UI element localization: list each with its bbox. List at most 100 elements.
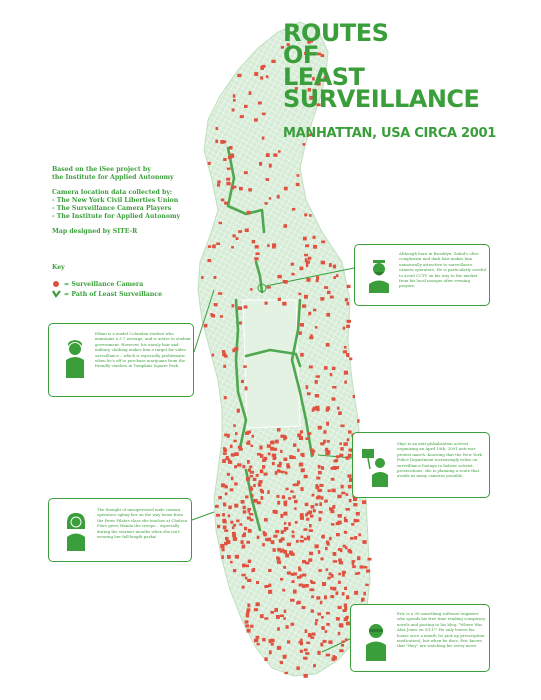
camera-marker [322,639,327,643]
camera-marker [300,352,304,357]
camera-marker [345,621,350,626]
camera-marker [302,560,307,564]
camera-marker [223,354,228,358]
camera-marker [226,540,231,545]
camera-marker [215,504,219,508]
camera-marker [231,526,235,530]
camera-marker [362,540,367,544]
camera-marker [309,551,313,556]
camera-marker [282,280,287,283]
camera-marker [247,468,251,472]
camera-marker [227,555,231,559]
camera-marker [242,505,246,510]
camera-marker [243,305,248,309]
camera-marker [300,516,304,520]
camera-marker [217,183,221,187]
camera-marker [286,463,290,468]
camera-marker [271,461,275,466]
camera-marker [285,487,289,491]
camera-marker [325,653,331,657]
camera-marker [285,625,289,629]
camera-marker [274,608,278,612]
camera-marker [343,516,347,520]
camera-marker [259,488,263,493]
camera-marker [282,654,287,659]
camera-marker [279,660,283,664]
camera-marker [337,548,341,551]
camera-marker [347,548,352,553]
camera-marker [353,503,358,507]
camera-marker [280,46,285,49]
camera-marker [259,445,263,450]
camera-marker [325,452,330,456]
camera-marker [262,531,266,535]
camera-marker [286,542,291,547]
camera-marker [333,459,338,463]
camera-marker [344,586,347,590]
camera-marker [317,612,321,616]
camera-marker [309,39,313,43]
camera-marker [223,364,227,368]
camera-marker [354,536,358,540]
camera-marker [255,635,260,639]
credit-line-7: Map designed by SITE-R [52,228,138,235]
camera-marker [247,578,252,582]
camera-marker [268,650,272,655]
camera-marker [247,440,251,444]
camera-marker [308,311,312,316]
camera-marker [296,602,299,605]
camera-marker [270,642,274,646]
camera-marker [312,406,317,411]
camera-marker [235,237,239,240]
camera-marker [221,555,224,559]
camera-marker [318,510,323,514]
camera-marker [302,573,307,577]
camera-marker [324,595,327,600]
credit-line-6: - The Institute for Applied Autonomy [52,213,181,220]
camera-marker [288,522,291,527]
camera-marker [221,547,225,552]
camera-marker [272,456,276,461]
camera-marker [357,556,361,561]
camera-marker [230,476,234,481]
camera-marker [354,590,359,595]
camera-marker [328,640,333,644]
camera-marker [290,552,295,556]
camera-marker [230,153,234,158]
camera-marker [223,484,228,488]
camera-icon [52,280,64,288]
camera-marker [323,76,327,79]
camera-marker [273,534,278,538]
camera-marker [283,437,286,441]
camera-marker [332,264,337,269]
camera-marker [294,483,299,487]
camera-marker [300,468,305,473]
path-icon [52,290,64,298]
camera-marker [276,556,280,559]
camera-marker [247,460,250,464]
camera-marker [298,583,303,587]
camera-marker [272,243,277,248]
camera-marker [307,432,312,435]
camera-marker [216,513,221,517]
camera-marker [271,59,276,63]
camera-marker [253,498,258,503]
camera-marker [239,186,243,191]
camera-marker [321,466,325,470]
camera-marker [283,617,286,620]
camera-marker [314,380,318,384]
camera-marker [252,568,256,572]
camera-marker [357,571,361,575]
camera-marker [295,539,299,543]
camera-marker [251,240,256,244]
camera-marker [273,153,278,157]
camera-marker [236,519,240,523]
camera-marker [348,448,353,452]
camera-marker [328,263,332,267]
camera-marker [352,394,355,399]
camera-marker [270,540,275,545]
camera-marker [222,140,227,144]
camera-marker [287,640,291,644]
camera-marker [291,530,295,534]
key-title: Key [52,264,65,271]
